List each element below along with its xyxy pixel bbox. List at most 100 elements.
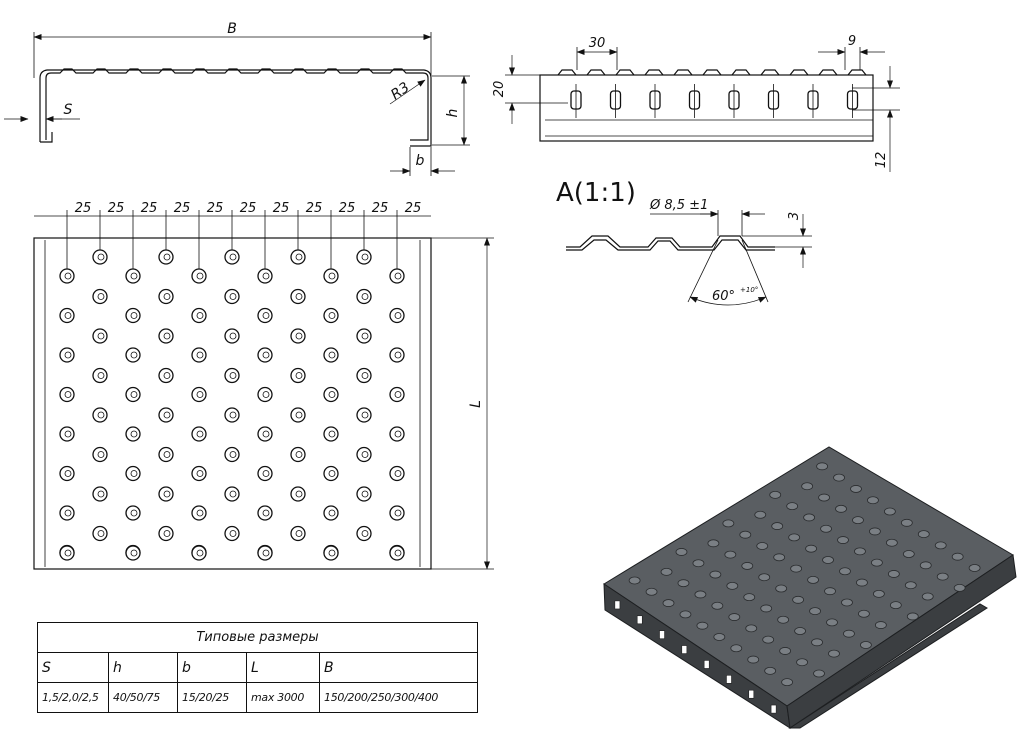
plan-hole-dimple [394, 351, 402, 359]
plan-hole-dimple [130, 351, 138, 359]
plan-hole-dimple [163, 451, 171, 458]
side-bump [673, 69, 693, 76]
dim-b-flange: b [416, 153, 425, 169]
plan-hole [290, 486, 306, 502]
iso-dimple [696, 621, 709, 630]
typical-dimensions-table: Типовые размеры S h b L B 1,5/2,0/2,5 40… [37, 622, 478, 713]
plan-hole-dimple [394, 430, 402, 438]
plan-hole [125, 545, 141, 561]
plan-hole [125, 505, 141, 521]
plan-hole-dimple [229, 530, 237, 537]
iso-slot [703, 660, 710, 669]
plan-hole-dimple [229, 332, 237, 340]
plan-hole [125, 386, 141, 403]
iso-dimple [747, 655, 760, 664]
plan-hole-dimple [64, 549, 72, 557]
plan-hole-dimple [196, 312, 204, 319]
plan-hole-dimple [163, 332, 171, 340]
plan-hole-dimple [262, 391, 270, 398]
iso-dimple [826, 618, 838, 627]
side-bump [760, 69, 780, 76]
table-value-h: 40/50/75 [108, 682, 178, 713]
iso-dimple [837, 536, 849, 544]
plan-hole-dimple [328, 351, 336, 359]
dim-b-width: B [227, 21, 237, 37]
plan-hole [356, 407, 372, 423]
plan-hole [323, 426, 339, 442]
iso-bottom-flange [788, 603, 988, 729]
detail-profile-bottom [566, 239, 775, 251]
plan-hole-dimple [394, 549, 402, 557]
plan-hole [356, 486, 372, 502]
iso-dimple [856, 578, 868, 587]
plan-hole [191, 545, 207, 561]
plan-hole [389, 386, 405, 403]
iso-dimple [675, 548, 688, 556]
plan-hole-dimple [196, 391, 204, 398]
plan-hole [257, 268, 273, 284]
iso-dimple [839, 567, 851, 576]
iso-dimple [677, 579, 690, 588]
plan-hole-dimple [361, 372, 369, 379]
iso-dimple [786, 502, 799, 511]
plan-spacing-label: 25 [405, 201, 422, 216]
plan-hole-dimple [196, 351, 204, 359]
plan-hole-dimple [97, 530, 105, 537]
iso-dimple [835, 504, 847, 513]
table-header-b: b [177, 652, 247, 683]
plan-hole [257, 386, 273, 403]
plan-hole [224, 446, 240, 463]
iso-dimple [859, 641, 872, 649]
plan-hole [389, 307, 405, 324]
iso-dimple [796, 658, 808, 667]
plan-hole [356, 367, 372, 384]
plan-hole-dimple [394, 272, 402, 280]
plan-hole-dimple [64, 351, 72, 359]
front-profile-inner [39, 69, 432, 147]
iso-dimple [756, 542, 769, 550]
plan-hole-dimple [262, 272, 270, 280]
plan-hole-dimple [196, 272, 204, 280]
iso-dimple [741, 562, 754, 570]
plan-spacing-label: 25 [207, 201, 224, 216]
plan-hole [92, 486, 108, 502]
side-bump [789, 69, 809, 76]
plan-hole-dimple [229, 253, 237, 261]
plan-hole [257, 426, 273, 442]
plan-hole [125, 347, 141, 363]
iso-dimple [904, 581, 917, 590]
detail-a-view: A(1:1) Ø 8,5 ±1 3 60° +10° [556, 178, 812, 306]
iso-slot [614, 600, 621, 610]
plan-hole-dimple [97, 372, 105, 379]
iso-slot [659, 630, 665, 639]
iso-dimple [762, 635, 775, 644]
plan-hole [224, 525, 240, 542]
iso-dimples [628, 462, 981, 687]
plan-hole-dimple [295, 372, 303, 379]
iso-dimple [692, 559, 705, 568]
plan-hole-dimple [361, 490, 369, 498]
plan-hole [389, 545, 405, 561]
plan-hole [224, 486, 240, 502]
plan-hole [191, 347, 207, 363]
plan-hole-dimple [361, 411, 369, 419]
plan-hole-dimple [394, 391, 402, 398]
plan-hole-dimple [163, 293, 171, 300]
iso-dimple [811, 638, 823, 647]
iso-side-slots [614, 600, 777, 714]
plan-hole [158, 249, 174, 265]
iso-dimple [934, 541, 947, 550]
iso-dimple [822, 556, 834, 564]
plan-hole [290, 288, 306, 305]
plan-hole-dimple [130, 430, 138, 438]
plan-spacing-label: 25 [141, 201, 158, 216]
plan-spacing-label: 25 [273, 201, 290, 216]
plan-hole [389, 465, 405, 482]
iso-dimple [769, 490, 782, 499]
iso-dimple [828, 649, 840, 658]
plan-hole-dimple [394, 470, 402, 477]
plan-hole-dimple [328, 272, 336, 280]
iso-dimple [794, 627, 806, 635]
iso-dimple [889, 601, 902, 610]
iso-dimple [854, 547, 866, 556]
